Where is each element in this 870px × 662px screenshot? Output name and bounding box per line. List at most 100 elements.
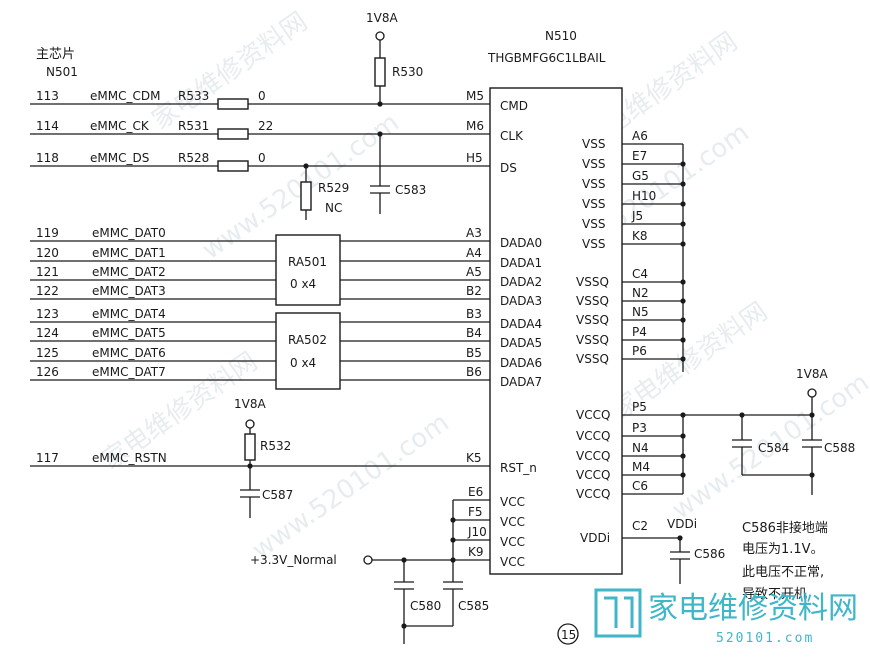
vssq-pin-function: VSSQ [576, 313, 609, 327]
ra502-value: 0 x4 [290, 356, 316, 370]
vcc-pin-number: E6 [468, 485, 483, 499]
vccq-pin-function: VCCQ [576, 468, 610, 482]
vssq-pin-number: P6 [632, 344, 647, 358]
signal-name: eMMC_CDM [90, 89, 160, 103]
resistor-array-ra502 [275, 312, 341, 390]
resistor-ref: R533 [178, 89, 209, 103]
signal-name: eMMC_DS [90, 151, 149, 165]
data-pin-function: DADA6 [500, 356, 542, 370]
data-pin-function: DADA2 [500, 275, 542, 289]
vcc-pin-function: VCC [500, 535, 525, 549]
vss-pin-number: J5 [631, 209, 643, 223]
junction-dot [680, 472, 686, 478]
resistor-value: 0 [258, 151, 266, 165]
data-number: 126 [36, 365, 59, 379]
data-number: 124 [36, 326, 59, 340]
vss-pin-number: A6 [632, 129, 648, 143]
rst-pin: K5 [466, 451, 482, 465]
rst-signal-name: eMMC_RSTN [92, 451, 167, 465]
data-pin-number: B3 [466, 307, 482, 321]
series-resistor [217, 98, 249, 110]
vss-pin-number: E7 [632, 149, 647, 163]
data-pin-function: DADA0 [500, 236, 542, 250]
data-signal-name: eMMC_DAT0 [92, 226, 166, 240]
power-terminal [807, 388, 817, 398]
r530-label: R530 [392, 65, 423, 79]
r529-value: NC [325, 201, 342, 215]
vssq-pin-function: VSSQ [576, 294, 609, 308]
signal-number: 118 [36, 151, 59, 165]
c585-label: C585 [458, 599, 489, 613]
note-line: C586非接地端 [742, 520, 828, 536]
data-pin-number: B5 [466, 346, 482, 360]
vss-pin-number: K8 [632, 229, 648, 243]
ra502-ref: RA502 [288, 333, 327, 347]
main-chip-ref: N501 [46, 65, 78, 79]
junction-dot [680, 356, 686, 362]
ra501-ref: RA501 [288, 255, 327, 269]
note-line: 此电压不正常, [742, 565, 824, 580]
vcc-pin-number: F5 [468, 505, 483, 519]
vccq-pin-function: VCCQ [576, 487, 610, 501]
resistor-r530 [374, 57, 386, 87]
pin-function: DS [500, 161, 517, 175]
vcc-pin-function: VCC [500, 495, 525, 509]
vss-pin-function: VSS [582, 217, 605, 231]
data-signal-name: eMMC_DAT4 [92, 307, 166, 321]
pin-function: CLK [500, 129, 524, 143]
signal-number: 114 [36, 119, 59, 133]
junction-dot [680, 298, 686, 304]
power-terminal [245, 419, 255, 429]
note-line: 导致不开机 [742, 587, 807, 602]
data-signal-name: eMMC_DAT6 [92, 346, 166, 360]
vssq-pin-number: C4 [632, 267, 648, 281]
junction-dot [680, 161, 686, 167]
resistor-r529 [300, 181, 312, 211]
resistor-value: 22 [258, 119, 273, 133]
vss-pin-function: VSS [582, 237, 605, 251]
data-signal-name: eMMC_DAT7 [92, 365, 166, 379]
pin-number: M5 [466, 89, 484, 103]
vcc-pin-function: VCC [500, 515, 525, 529]
vccq-pin-function: VCCQ [576, 408, 610, 422]
step-marker-number: 15 [561, 628, 576, 642]
power-label-1v8-vccq: 1V8A [796, 367, 828, 381]
junction-dot [680, 317, 686, 323]
c588-label: C588 [824, 441, 855, 455]
vssq-pin-function: VSSQ [576, 352, 609, 366]
data-number: 123 [36, 307, 59, 321]
vssq-pin-number: N2 [632, 286, 649, 300]
junction-dot [680, 201, 686, 207]
junction-dot [680, 433, 686, 439]
vccq-pin-function: VCCQ [576, 449, 610, 463]
c584-label: C584 [758, 441, 789, 455]
vddi-pin: C2 [632, 519, 648, 533]
vcc-pin-number: J10 [467, 525, 487, 539]
data-pin-number: A3 [466, 226, 482, 240]
data-pin-function: DADA1 [500, 256, 542, 270]
power-label-1v8-rst: 1V8A [234, 397, 266, 411]
vcc-pin-number: K9 [468, 545, 484, 559]
vddi-func: VDDi [580, 531, 610, 545]
data-pin-function: DADA5 [500, 336, 542, 350]
book-icon [594, 588, 642, 638]
signal-number: 113 [36, 89, 59, 103]
vccq-pin-number: P3 [632, 421, 647, 435]
data-pin-function: DADA4 [500, 317, 542, 331]
rst-number: 117 [36, 451, 59, 465]
vssq-pin-function: VSSQ [576, 333, 609, 347]
power-label-1v8: 1V8A [366, 11, 398, 25]
power-label-3v3: +3.3V_Normal [250, 553, 337, 567]
vccq-pin-number: P5 [632, 400, 647, 414]
data-pin-function: DADA3 [500, 294, 542, 308]
vccq-pin-number: C6 [632, 479, 648, 493]
vss-pin-function: VSS [582, 157, 605, 171]
watermark-text: 家电维修资料网 [147, 7, 313, 136]
r532-label: R532 [260, 439, 291, 453]
junction-dot [680, 181, 686, 187]
resistor-r532 [244, 433, 256, 461]
vss-pin-function: VSS [582, 197, 605, 211]
pin-number: M6 [466, 119, 484, 133]
vccq-pin-number: M4 [632, 460, 650, 474]
